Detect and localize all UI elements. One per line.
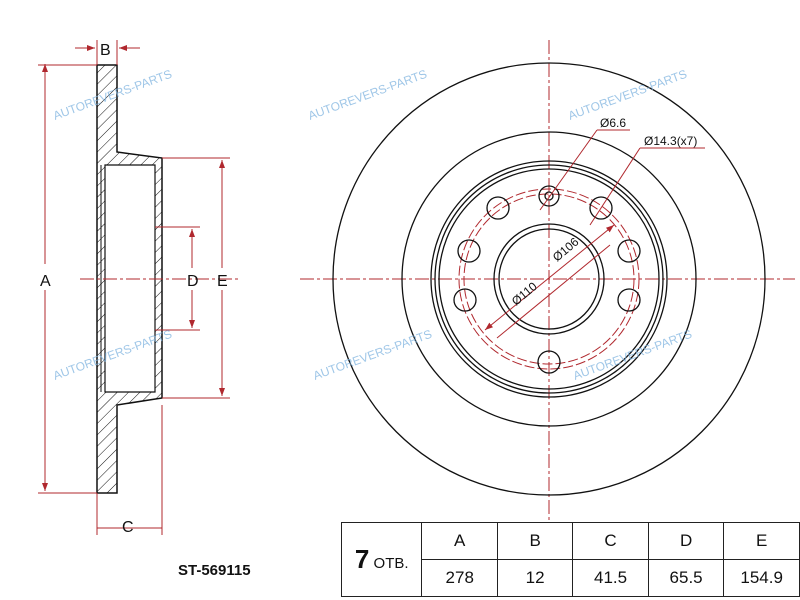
callout-pcd: Ø110 bbox=[509, 279, 540, 308]
header-d: D bbox=[647, 522, 725, 560]
watermark: AUTOREVERS-PARTS bbox=[311, 327, 434, 383]
holes-label: ОТВ. bbox=[373, 555, 409, 572]
holes-count: 7 bbox=[354, 544, 370, 574]
label-b: B bbox=[100, 42, 111, 59]
front-view bbox=[300, 40, 795, 520]
side-dimensions bbox=[38, 40, 230, 535]
value-c: 41.5 bbox=[572, 559, 649, 597]
callout-small-hole: Ø6.6 bbox=[600, 116, 626, 130]
holes-cell: 7 ОТВ. bbox=[340, 522, 423, 597]
header-a: A bbox=[421, 522, 498, 560]
bolt-holes bbox=[453, 196, 641, 374]
header-c: C bbox=[572, 522, 649, 560]
label-d: D bbox=[187, 273, 199, 290]
side-profile bbox=[80, 64, 240, 494]
callout-bolt-holes: Ø14.3(x7) bbox=[644, 134, 697, 148]
part-number: ST-569115 bbox=[178, 562, 251, 579]
label-e: E bbox=[217, 273, 228, 290]
dimensions-table: 7 ОТВ. A B C D E 278 12 41.5 65.5 154.9 bbox=[340, 522, 800, 597]
value-d: 65.5 bbox=[647, 559, 725, 597]
label-c: C bbox=[122, 519, 134, 536]
header-e: E bbox=[723, 522, 800, 560]
header-b: B bbox=[496, 522, 574, 560]
watermark: AUTOREVERS-PARTS bbox=[566, 67, 689, 123]
value-e: 154.9 bbox=[723, 559, 800, 597]
watermark: AUTOREVERS-PARTS bbox=[306, 67, 429, 123]
value-a: 278 bbox=[421, 559, 498, 597]
small-hole bbox=[538, 185, 560, 207]
callout-hub: Ø106 bbox=[550, 234, 582, 264]
label-a: A bbox=[40, 273, 51, 290]
value-b: 12 bbox=[496, 559, 574, 597]
